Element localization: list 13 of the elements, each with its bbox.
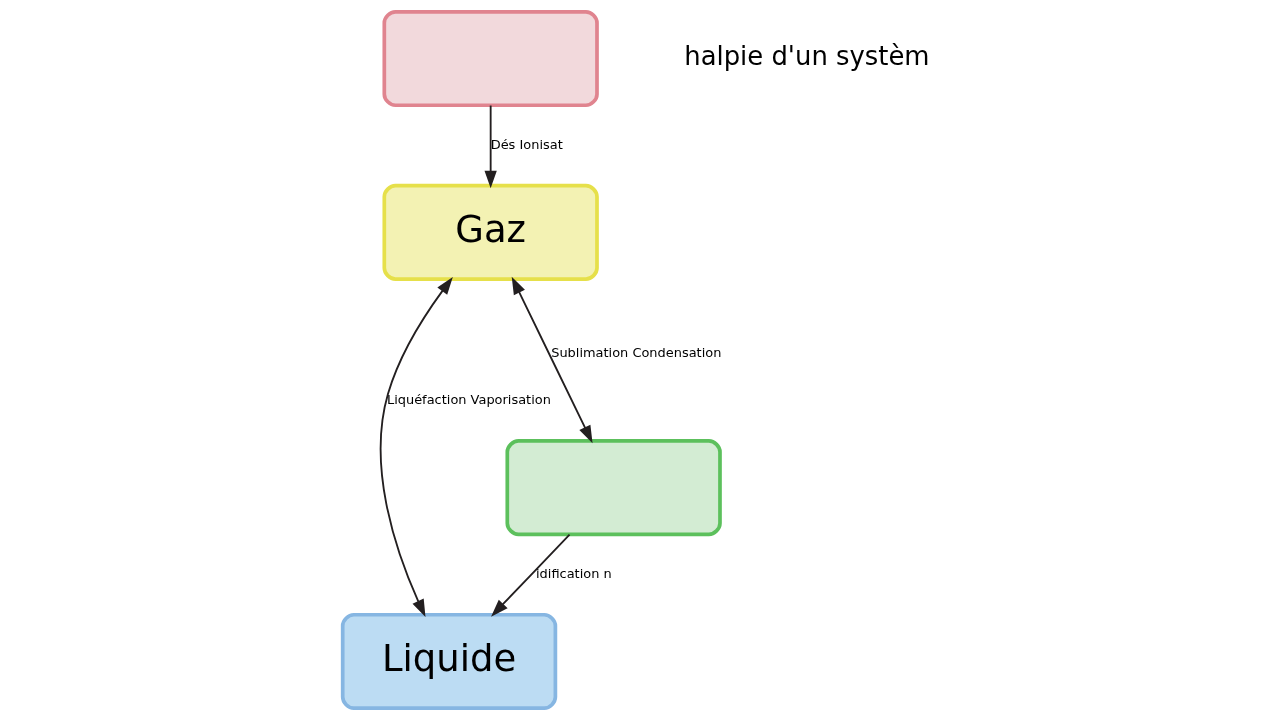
edge-label: Liquéfaction Vaporisation	[386, 392, 551, 408]
arrow	[484, 104, 497, 189]
label: halpie d'un systèm	[684, 40, 930, 71]
edge-label: Dés Ionisat	[490, 136, 563, 152]
edge-label: idification n	[536, 565, 612, 581]
node-box: Liquide	[340, 612, 558, 710]
node-box	[505, 439, 722, 537]
node-box: Gaz	[382, 183, 599, 281]
edge-label: Sublimation Condensation	[551, 344, 722, 360]
arrow	[511, 276, 593, 444]
node-box	[382, 10, 599, 108]
arrow	[491, 533, 571, 617]
arrow	[379, 277, 453, 618]
